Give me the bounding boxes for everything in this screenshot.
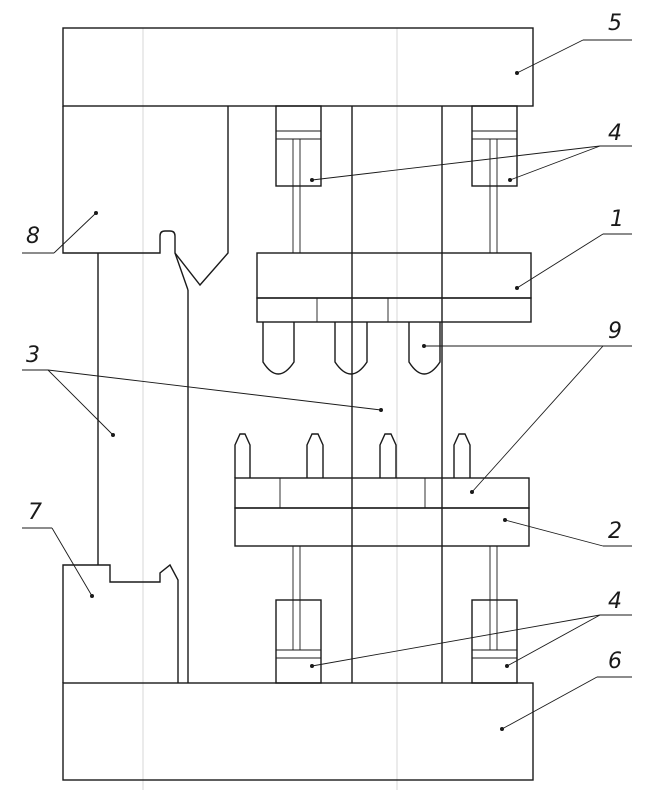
lower-tooth-4 xyxy=(453,433,471,478)
cylinder-lower-left xyxy=(275,546,322,684)
callout-4-lower: 4 xyxy=(608,589,622,614)
upper-slider xyxy=(256,252,532,299)
upper-punch-2 xyxy=(334,322,368,375)
lower-slider xyxy=(234,507,530,547)
lower-tooth-2 xyxy=(306,433,324,478)
upper-punch-1 xyxy=(262,322,295,375)
callout-1: 1 xyxy=(610,207,624,232)
callout-3: 3 xyxy=(26,343,40,368)
top-plate xyxy=(62,27,534,107)
callout-4-upper: 4 xyxy=(608,121,622,146)
callout-8: 8 xyxy=(26,224,40,249)
cylinder-lower-right xyxy=(471,546,518,684)
upper-punch-3 xyxy=(408,322,441,375)
leader-lines xyxy=(22,39,632,730)
callout-6: 6 xyxy=(608,649,622,674)
cylinder-upper-left xyxy=(275,105,322,253)
upper-wedge-block xyxy=(62,106,229,287)
upper-die-holder xyxy=(256,297,532,323)
wedge-guide-edge xyxy=(174,252,189,291)
lower-tooth-3 xyxy=(379,433,397,478)
bottom-plate xyxy=(62,682,534,781)
lower-die-holder xyxy=(234,477,530,509)
callout-2: 2 xyxy=(608,519,622,544)
callout-9: 9 xyxy=(608,319,622,344)
lower-left-block xyxy=(62,563,179,683)
lower-tooth-1 xyxy=(234,433,251,478)
callout-5: 5 xyxy=(608,11,622,36)
leader-dots xyxy=(90,71,519,731)
callout-7: 7 xyxy=(28,500,42,525)
